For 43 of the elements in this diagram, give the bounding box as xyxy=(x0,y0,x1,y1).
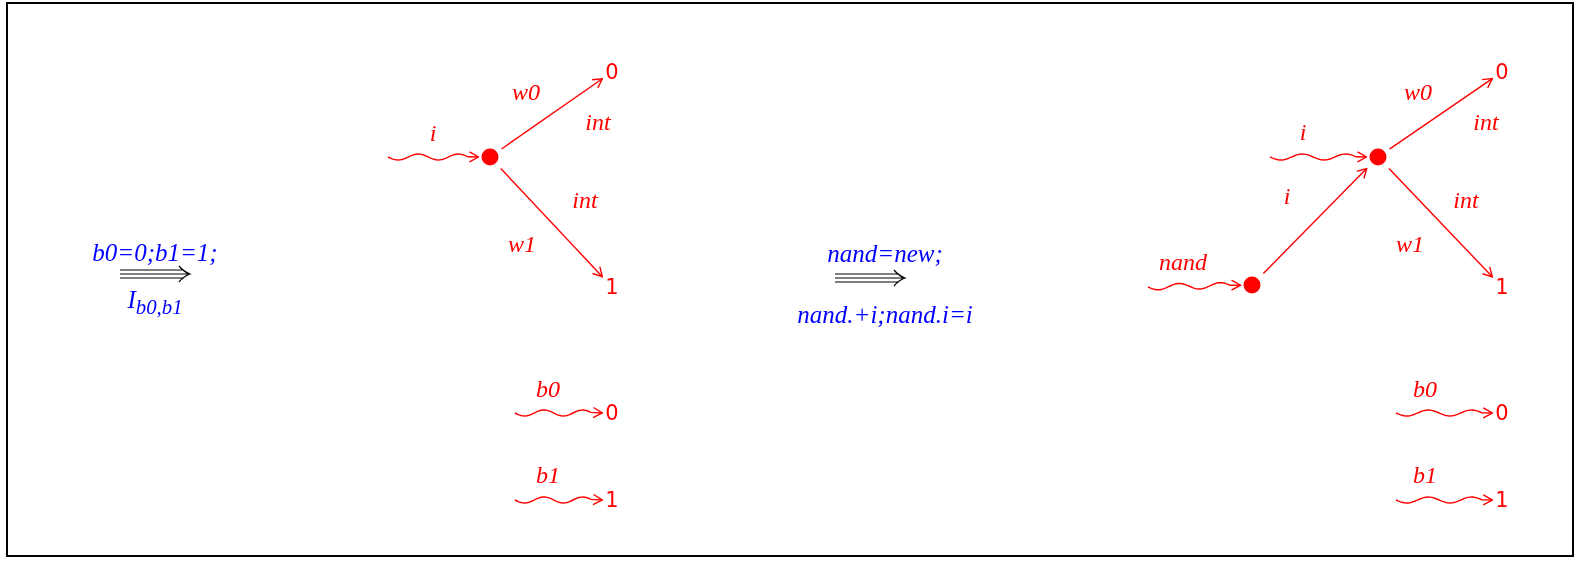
arrow xyxy=(500,167,603,278)
edge-label: nand xyxy=(1159,250,1207,274)
wavy-arrow xyxy=(1395,494,1493,506)
node-dot xyxy=(1369,148,1387,166)
output-label: 1 xyxy=(1495,489,1509,511)
edge-label: i xyxy=(1299,120,1307,144)
output-label: 1 xyxy=(605,489,619,511)
wavy-arrow xyxy=(1147,279,1242,291)
edge-label: b0 xyxy=(536,377,560,401)
wavy-arrow xyxy=(1395,407,1493,419)
arrow xyxy=(1388,77,1493,150)
edge-label: w1 xyxy=(1396,232,1424,256)
edge-label: w1 xyxy=(508,232,536,256)
wavy-arrow xyxy=(387,151,480,163)
node-dot xyxy=(481,148,499,166)
arrow xyxy=(1388,167,1493,278)
type-label: int xyxy=(572,188,598,212)
edge-label: w0 xyxy=(1404,80,1432,104)
transition-label: I$_{b0,b1}$ xyxy=(127,286,183,318)
edge-label: b1 xyxy=(1413,463,1437,487)
output-label: 0 xyxy=(605,61,619,83)
node-dot xyxy=(1243,276,1261,294)
transition-label: b0=0;b1=1; xyxy=(92,239,218,265)
type-label: int xyxy=(585,110,611,134)
output-label: 0 xyxy=(1495,402,1509,424)
wavy-arrow xyxy=(514,406,603,419)
edge-label: w0 xyxy=(512,80,540,104)
transition-label: nand.+i;nand.i=i xyxy=(797,301,973,327)
output-label: 0 xyxy=(605,402,619,424)
edge-label: i xyxy=(1283,184,1291,208)
wavy-arrow xyxy=(514,493,603,506)
transition-label: nand=new; xyxy=(827,240,943,266)
arrow xyxy=(1262,167,1368,275)
output-label: 1 xyxy=(605,276,619,298)
edge-label: b1 xyxy=(536,463,560,487)
type-label: int xyxy=(1453,188,1479,212)
arrow xyxy=(500,78,603,150)
edge-label: b0 xyxy=(1413,377,1437,401)
wavy-arrow xyxy=(1269,151,1368,163)
output-label: 1 xyxy=(1495,276,1509,298)
edge-label: i xyxy=(429,121,437,145)
type-label: int xyxy=(1473,110,1499,134)
output-label: 0 xyxy=(1495,61,1509,83)
